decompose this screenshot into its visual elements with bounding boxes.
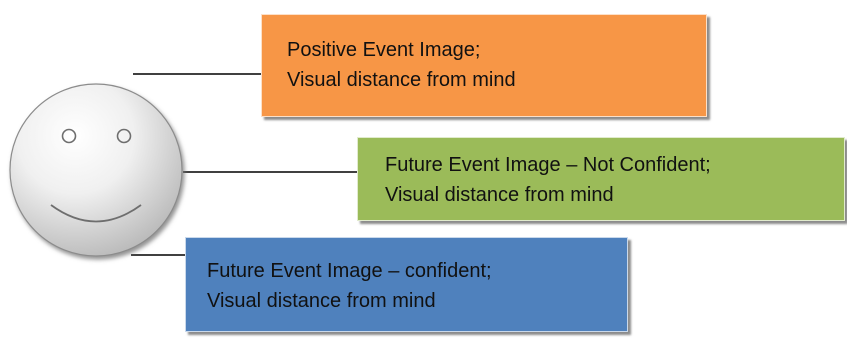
smile-mouth — [50, 204, 142, 223]
positive-event-subtitle: Visual distance from mind — [287, 69, 516, 91]
face-circle — [9, 83, 183, 257]
positive-event-title: Positive Event Image; — [287, 39, 481, 61]
not-confident-event-subtitle: Visual distance from mind — [385, 184, 614, 206]
confident-event-subtitle: Visual distance from mind — [207, 290, 436, 312]
left-eye — [61, 128, 77, 144]
smiley-face-icon — [9, 83, 183, 257]
not-confident-event-title: Future Event Image – Not Confident; — [385, 154, 711, 176]
positive-event-box: Positive Event Image; Visual distance fr… — [261, 14, 707, 117]
not-confident-event-box: Future Event Image – Not Confident; Visu… — [357, 137, 845, 221]
confident-event-box: Future Event Image – confident; Visual d… — [185, 237, 628, 332]
confident-event-title: Future Event Image – confident; — [207, 260, 492, 282]
right-eye — [116, 128, 132, 144]
